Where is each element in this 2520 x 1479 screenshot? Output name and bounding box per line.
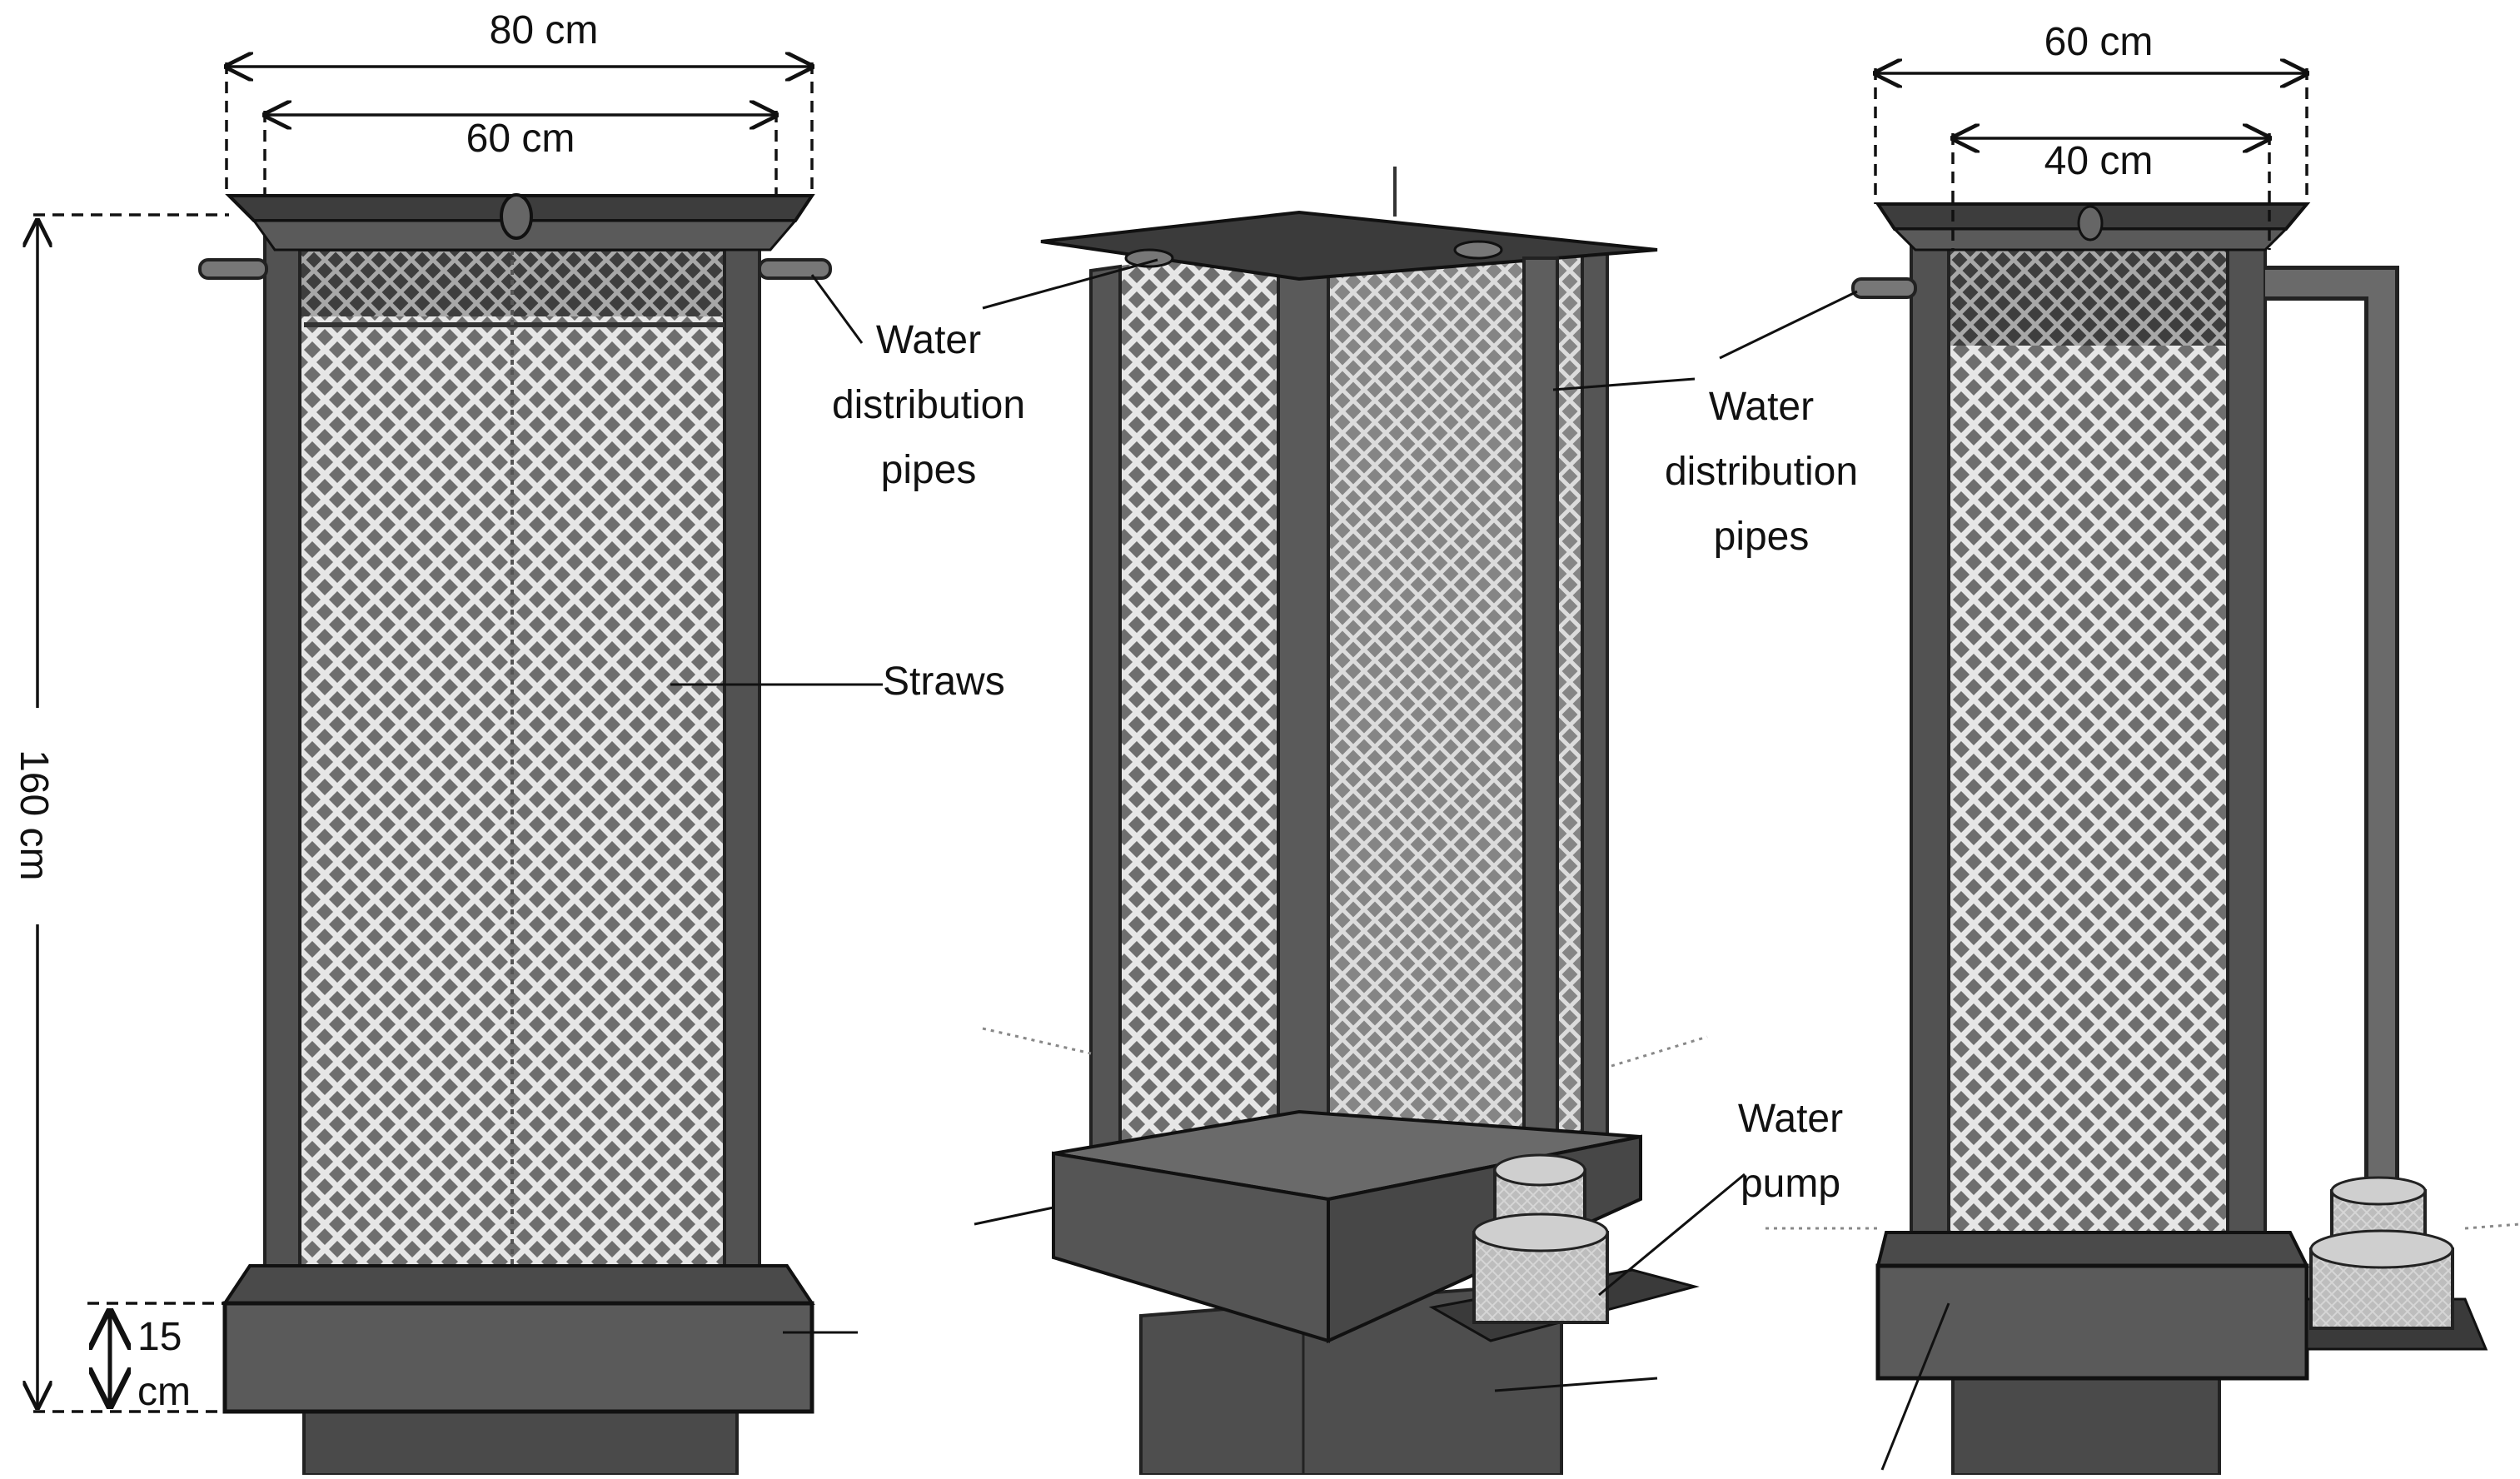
right-distribution-pipe [2265, 270, 2395, 1199]
label-wdp-left-line1: Water [875, 318, 982, 362]
label-wdp-left-line3: pipes [880, 448, 977, 492]
label-water-distribution-pipes-right: Water distribution pipes [1628, 375, 1895, 570]
middle-left-face-lattice [1116, 242, 1282, 1249]
right-water-basin [1875, 1263, 2309, 1381]
label-straws: Straws [883, 660, 1005, 704]
label-water-distribution-pipes-left: Water distribution pipes [795, 308, 1062, 503]
label-wdp-right-line1: Water [1708, 385, 1815, 429]
right-support-column [1951, 1377, 2221, 1477]
label-wdp-left-line2: distribution [831, 383, 1026, 427]
left-unit [198, 193, 832, 1477]
label-wdp-right-line3: pipes [1713, 515, 1810, 559]
right-straw-lattice [1949, 250, 2232, 1299]
label-wdp-right-line2: distribution [1664, 450, 1859, 494]
left-support-column [302, 1410, 739, 1477]
right-unit [1765, 202, 2520, 1477]
label-right-inner-width: 40 cm [2044, 139, 2154, 183]
label-height: 160 cm [11, 749, 56, 881]
left-frame-post-right [723, 211, 761, 1322]
label-right-outer-width: 60 cm [2044, 20, 2154, 64]
middle-roof [1040, 210, 1658, 281]
label-water-pump-line2: pump [1740, 1162, 1841, 1206]
left-basin-rim [222, 1264, 815, 1305]
middle-front-post [1277, 236, 1330, 1259]
middle-unit [982, 167, 1708, 1477]
middle-vertical-pipe [1522, 256, 1559, 1184]
label-water-pump: Water pump [1699, 1087, 1882, 1217]
dimension-lines [33, 62, 2307, 1413]
left-straw-lattice [287, 250, 737, 1307]
label-left-inner-width: 60 cm [466, 117, 575, 161]
left-pipe-stub-left [198, 258, 268, 280]
label-water-pump-line1: Water [1737, 1097, 1844, 1141]
left-frame-post-left [263, 211, 301, 1322]
left-pipe-stub-right [758, 258, 832, 280]
label-left-outer-width: 80 cm [489, 8, 599, 52]
left-water-basin [222, 1301, 814, 1414]
label-base-height-unit: cm [137, 1370, 191, 1414]
leader-lines [670, 258, 1950, 1471]
label-base-height-number: 15 [137, 1315, 182, 1359]
